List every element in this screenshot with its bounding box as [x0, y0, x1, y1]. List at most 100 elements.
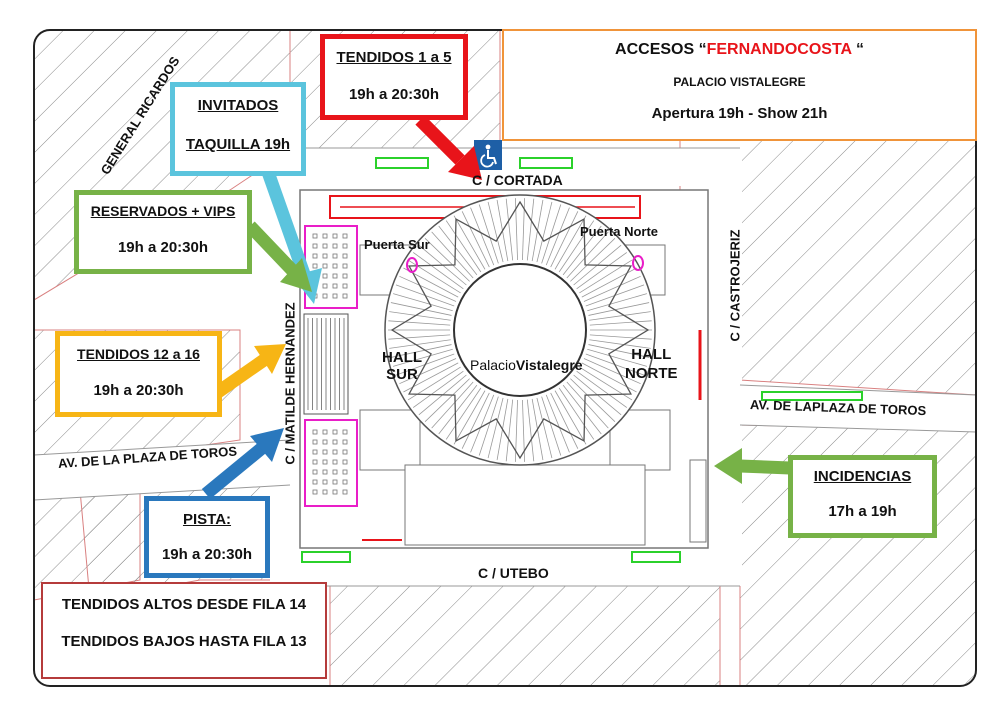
arena [384, 194, 656, 466]
seating-line [545, 207, 570, 266]
seating-line [588, 344, 650, 358]
seating-line [545, 394, 570, 453]
seating-line [445, 387, 482, 440]
pista-title: PISTA: [182, 511, 232, 528]
seating-line [412, 252, 464, 290]
seat-block [342, 449, 348, 455]
seating-line [487, 397, 504, 459]
seat-block [322, 253, 328, 259]
seating-line [470, 394, 495, 453]
arrow-icon [201, 428, 284, 500]
seat-block [312, 253, 318, 259]
seating-line [589, 311, 651, 321]
seat-block [342, 489, 348, 495]
venue-logo-bold: Vistalegre [515, 357, 583, 373]
tendidos-1-5-time: 19h a 20:30h [348, 86, 440, 103]
seating-line [399, 275, 457, 302]
seating-line [541, 204, 562, 264]
parking-marker [375, 157, 429, 169]
reservados-box: RESERVADOS + VIPS 19h a 20:30h [74, 190, 252, 274]
seat-block [342, 273, 348, 279]
pista-time: 19h a 20:30h [161, 546, 253, 563]
street-cortada [270, 148, 740, 186]
seating-line [393, 348, 453, 367]
seating-line [453, 215, 486, 270]
seating-line [576, 252, 628, 290]
header-title-highlight: FERNANDOCOSTA [706, 41, 852, 58]
puerta-sur-marker [406, 257, 418, 273]
pista-zone-bottom [304, 419, 358, 507]
seat-block [342, 459, 348, 465]
header-schedule: Apertura 19h - Show 21h [651, 105, 828, 122]
seating-line [536, 397, 553, 459]
reservados-time: 19h a 20:30h [117, 239, 209, 256]
seat-block [342, 439, 348, 445]
incidencias-title: INCIDENCIAS [813, 468, 912, 485]
seating-line [424, 378, 470, 422]
header-title-suffix: “ [851, 41, 864, 58]
seating-line [541, 396, 562, 456]
street-matilde-label: C / MATILDE HERNANDEZ [282, 302, 298, 465]
seat-block [312, 429, 318, 435]
puerta-norte-label: Puerta Norte [580, 224, 659, 239]
seat-block [322, 439, 328, 445]
hall-norte-line2: NORTE [625, 365, 678, 382]
seating-line [587, 348, 647, 367]
street-utebo-label: C / UTEBO [478, 565, 549, 581]
seating-line [453, 390, 486, 445]
seating-line [438, 225, 478, 276]
seat-block [342, 293, 348, 299]
header-title: ACCESOS “FERNANDOCOSTA “ [504, 41, 975, 59]
arena-star-outline [390, 200, 650, 460]
seating-line [431, 381, 474, 429]
tendidos-12-16-time: 19h a 20:30h [93, 382, 184, 399]
seating-line [566, 381, 609, 429]
seating-line [389, 339, 451, 349]
reservados-title: RESERVADOS + VIPS [90, 203, 236, 219]
arrow-icon [245, 221, 312, 292]
seating-line [388, 334, 451, 340]
seating-line [393, 293, 453, 312]
seat-block [322, 459, 328, 465]
seating-line [550, 211, 579, 268]
seat-block [342, 469, 348, 475]
seat-block [322, 273, 328, 279]
seating-line [570, 378, 616, 422]
parking-marker [519, 157, 573, 169]
seat-block [322, 449, 328, 455]
seat-block [312, 243, 318, 249]
arrow-icon [415, 115, 482, 180]
seating-line [589, 339, 651, 349]
hall-sur-label: HALL SUR [382, 349, 422, 383]
seat-block [332, 459, 338, 465]
header-title-prefix: ACCESOS “ [615, 41, 707, 58]
seating-line [566, 231, 609, 279]
seating-line [505, 399, 514, 462]
seating-line [554, 215, 587, 270]
seating-line [526, 399, 535, 462]
incidencias-box: INCIDENCIAS 17h a 19h [788, 455, 937, 538]
seating-line [526, 198, 535, 261]
seat-block [342, 243, 348, 249]
invitados-title: INVITADOS [197, 97, 279, 114]
seat-block [342, 479, 348, 485]
street-plaza-toros-right [740, 385, 976, 432]
entrance-stairs [303, 313, 349, 415]
seat-block [342, 253, 348, 259]
seating-line [388, 320, 451, 326]
tendidos-12-16-title: TENDIDOS 12 a 16 [77, 346, 200, 362]
parking-marker [761, 391, 863, 401]
seating-line [478, 396, 499, 456]
seat-block [312, 469, 318, 475]
seating-line [461, 211, 490, 268]
seating-line [588, 302, 650, 316]
seating-line [589, 334, 652, 340]
seat-block [322, 489, 328, 495]
seat-block [322, 469, 328, 475]
seating-line [550, 392, 579, 449]
hall-sur-line2: SUR [386, 366, 418, 383]
incidencias-time: 17h a 19h [828, 503, 897, 520]
seating-line [389, 311, 451, 321]
pista-zone-top [304, 225, 358, 309]
seating-line [589, 320, 652, 326]
